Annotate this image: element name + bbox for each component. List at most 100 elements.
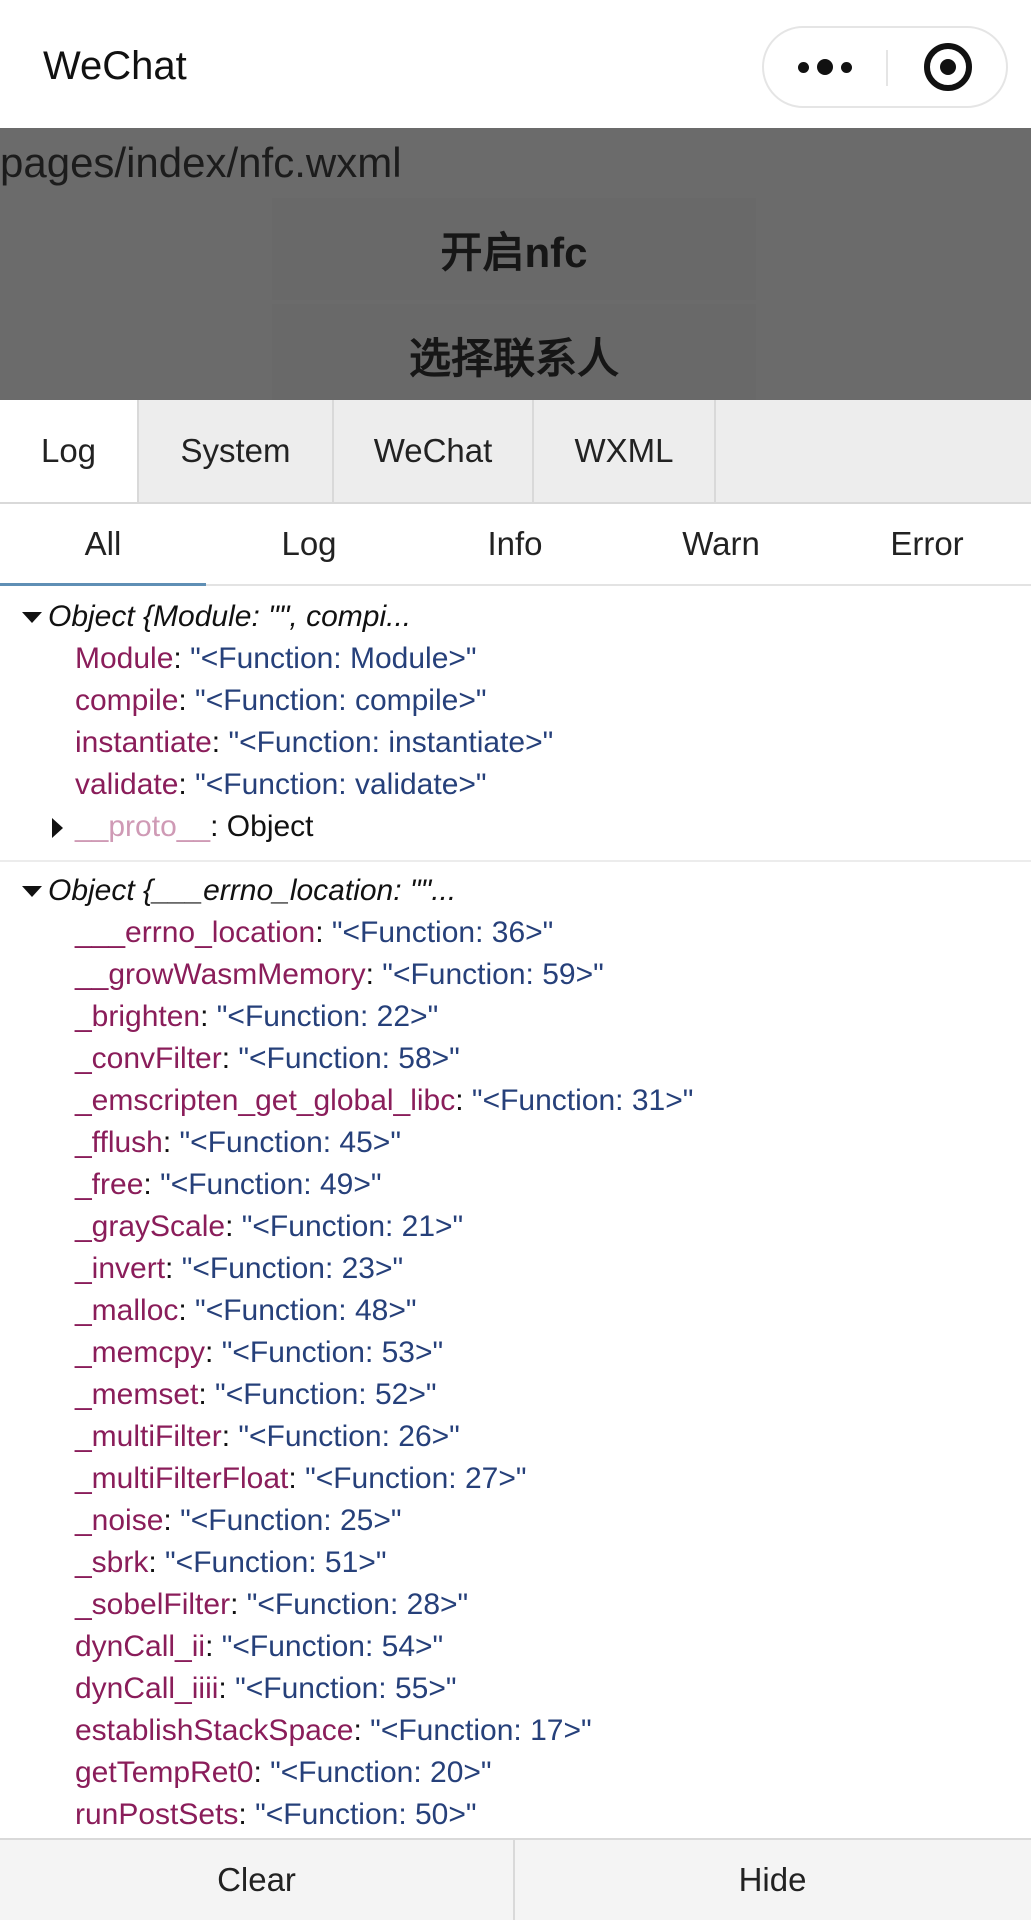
property-key: _memset [75, 1378, 199, 1411]
property-key: _emscripten_get_global_libc [75, 1084, 456, 1117]
property-key: _sobelFilter [75, 1588, 231, 1621]
log-entry-summary[interactable]: Object {___errno_location: ""... [0, 870, 1031, 912]
proto-row[interactable]: __proto__: Object [0, 806, 1031, 848]
log-property-row: __growWasmMemory: "<Function: 59>" [75, 958, 604, 991]
page-path-label: pages/index/nfc.wxml [0, 139, 402, 186]
log-entry-summary-text: Object {Module: "", compi... [48, 600, 412, 633]
choose-contact-button[interactable]: 选择联系人 [272, 304, 756, 400]
log-property-row: dynCall_ii: "<Function: 54>" [75, 1630, 444, 1663]
property-value: "<Function: 49>" [160, 1168, 382, 1201]
log-property-row: getTempRet0: "<Function: 20>" [75, 1756, 492, 1789]
level-log[interactable]: Log [281, 525, 337, 562]
capsule-divider [886, 50, 888, 86]
log-property-row: _multiFilterFloat: "<Function: 27>" [75, 1462, 527, 1495]
property-key: establishStackSpace [75, 1714, 354, 1747]
property-key: _convFilter [75, 1042, 222, 1075]
log-entry: Object {Module: "", compi... Module: "<Fu… [0, 588, 1031, 862]
tab-log[interactable]: Log [0, 400, 139, 502]
property-value: "<Function: 21>" [241, 1210, 464, 1243]
proto-key: __proto__ [75, 810, 211, 843]
page-content-masked: pages/index/nfc.wxml 开启nfc 选择联系人 [0, 128, 1031, 400]
expand-triangle-icon [52, 818, 63, 838]
clear-button[interactable]: Clear [0, 1840, 515, 1920]
level-error[interactable]: Error [890, 525, 964, 562]
log-property-row: _noise: "<Function: 25>" [75, 1504, 402, 1537]
log-property-row: validate: "<Function: validate>" [75, 768, 487, 801]
property-value: "<Function: Module>" [190, 642, 477, 675]
wechat-navbar: WeChat [0, 0, 1031, 128]
console-tabbar: Log System WeChat WXML [0, 400, 1031, 504]
property-key: __growWasmMemory [75, 958, 366, 991]
log-property-row: _grayScale: "<Function: 21>" [75, 1210, 464, 1243]
property-key: _invert [75, 1252, 166, 1285]
log-entry: Object {___errno_location: ""... ___errno… [0, 862, 1031, 1838]
log-property-row: instantiate: "<Function: instantiate>" [75, 726, 554, 759]
property-key: Module [75, 642, 174, 675]
property-key: dynCall_ii [75, 1630, 206, 1663]
proto-value: Object [226, 810, 314, 843]
property-value: "<Function: 52>" [215, 1378, 437, 1411]
level-warn[interactable]: Warn [682, 525, 760, 562]
property-value: "<Function: 36>" [331, 916, 554, 949]
property-key: _sbrk [75, 1546, 149, 1579]
target-close-icon [924, 43, 972, 91]
tab-wechat[interactable]: WeChat [334, 400, 534, 502]
property-value: "<Function: compile>" [195, 684, 487, 717]
level-all[interactable]: All [0, 504, 206, 586]
property-value: "<Function: 31>" [471, 1084, 694, 1117]
log-property-row: _invert: "<Function: 23>" [75, 1252, 404, 1285]
level-info[interactable]: Info [487, 525, 543, 562]
collapse-triangle-icon [22, 886, 42, 897]
more-dots-icon [798, 61, 809, 73]
property-key: instantiate [75, 726, 212, 759]
property-key: _multiFilter [75, 1420, 222, 1453]
log-property-row: _free: "<Function: 49>" [75, 1168, 382, 1201]
log-entry-summary-text: Object {___errno_location: ""... [48, 874, 457, 907]
property-key: _malloc [75, 1294, 179, 1327]
tab-system[interactable]: System [139, 400, 334, 502]
more-dots-icon-right [841, 61, 852, 73]
log-property-row: _emscripten_get_global_libc: "<Function:… [75, 1084, 694, 1117]
property-key: validate [75, 768, 179, 801]
log-property-row: _brighten: "<Function: 22>" [75, 1000, 439, 1033]
property-key: _multiFilterFloat [75, 1462, 289, 1495]
property-key: dynCall_iiii [75, 1672, 219, 1705]
mini-program-capsule [762, 26, 1008, 108]
property-key: _noise [75, 1504, 164, 1537]
nav-title: WeChat [43, 44, 187, 88]
tab-wxml[interactable]: WXML [534, 400, 716, 502]
log-property-row: runPostSets: "<Function: 50>" [75, 1798, 477, 1831]
property-value: "<Function: 54>" [221, 1630, 444, 1663]
property-key: compile [75, 684, 179, 717]
property-value: "<Function: 17>" [370, 1714, 592, 1747]
property-key: _grayScale [75, 1210, 226, 1243]
property-key: _brighten [75, 1000, 201, 1033]
log-property-row: _malloc: "<Function: 48>" [75, 1294, 417, 1327]
property-key: _memcpy [75, 1336, 206, 1369]
log-list[interactable]: Object {Module: "", compi... Module: "<Fu… [0, 588, 1031, 1838]
property-value: "<Function: 25>" [180, 1504, 402, 1537]
property-value: "<Function: 27>" [305, 1462, 527, 1495]
enable-nfc-button[interactable]: 开启nfc [272, 198, 756, 300]
console-toolbar: Clear Hide [0, 1838, 1031, 1920]
log-property-row: Module: "<Function: Module>" [75, 642, 477, 675]
more-menu-button[interactable] [764, 28, 886, 106]
property-key: ___errno_location [75, 916, 316, 949]
property-value: "<Function: 28>" [246, 1588, 469, 1621]
property-value: "<Function: 26>" [238, 1420, 460, 1453]
property-value: "<Function: 48>" [195, 1294, 417, 1327]
log-property-row: ___errno_location: "<Function: 36>" [75, 916, 554, 949]
property-value: "<Function: 55>" [235, 1672, 457, 1705]
log-level-filter: All Log Info Warn Error [0, 504, 1031, 586]
more-dots-icon-center [817, 59, 833, 75]
hide-button[interactable]: Hide [738, 1861, 807, 1898]
log-entry-summary[interactable]: Object {Module: "", compi... [0, 596, 1031, 638]
property-value: "<Function: 23>" [181, 1252, 404, 1285]
property-value: "<Function: 50>" [255, 1798, 477, 1831]
log-property-row: compile: "<Function: compile>" [75, 684, 487, 717]
property-value: "<Function: 53>" [221, 1336, 444, 1369]
collapse-triangle-icon [22, 612, 42, 623]
close-mini-program-button[interactable] [888, 28, 1008, 106]
log-property-row: dynCall_iiii: "<Function: 55>" [75, 1672, 457, 1705]
log-property-row: _convFilter: "<Function: 58>" [75, 1042, 460, 1075]
